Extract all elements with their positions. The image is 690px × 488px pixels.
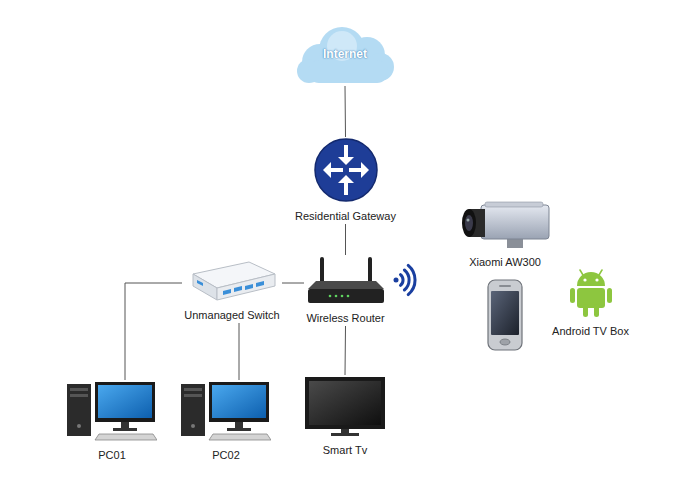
smartphone-icon: [488, 280, 522, 350]
android-box: Android TV Box: [550, 268, 631, 339]
device-label: Residential Gateway: [295, 210, 396, 223]
network-link: [125, 283, 182, 380]
device-label: Android TV Box: [552, 325, 629, 338]
network-link: [345, 86, 347, 137]
network-link: [345, 224, 346, 255]
ip-camera: Xiaomi AW300: [459, 199, 551, 270]
device-label: Xiaomi AW300: [469, 256, 541, 269]
network-switch: Unmanaged Switch: [182, 260, 282, 323]
device-label: PC01: [98, 449, 126, 462]
network-link: [282, 283, 304, 284]
wifi-symbol: [394, 265, 416, 294]
desktop-pc-icon: [181, 380, 271, 442]
wireless-router: Wireless Router: [304, 255, 387, 326]
desktop-pc-icon: [67, 380, 157, 442]
network-link: [239, 323, 240, 380]
wireless-router-icon: [306, 255, 386, 305]
device-label: Wireless Router: [306, 312, 384, 325]
ip-camera-icon: [459, 199, 551, 249]
desktop-pc: PC02: [181, 380, 271, 463]
internet-cloud: Internet: [290, 22, 400, 86]
smart-tv-icon: [303, 375, 387, 437]
network-link: [345, 326, 347, 375]
gateway-router: Residential Gateway: [293, 137, 398, 224]
device-label: PC02: [212, 449, 240, 462]
cloud-label: Internet: [323, 47, 367, 61]
desktop-pc: PC01: [67, 380, 157, 463]
device-label: Unmanaged Switch: [184, 309, 279, 322]
gateway-router-icon: [313, 137, 379, 203]
android-box-icon: [569, 268, 613, 318]
smart-tv: Smart Tv: [303, 375, 387, 458]
device-label: Smart Tv: [323, 444, 367, 457]
network-switch-icon: [187, 260, 277, 302]
